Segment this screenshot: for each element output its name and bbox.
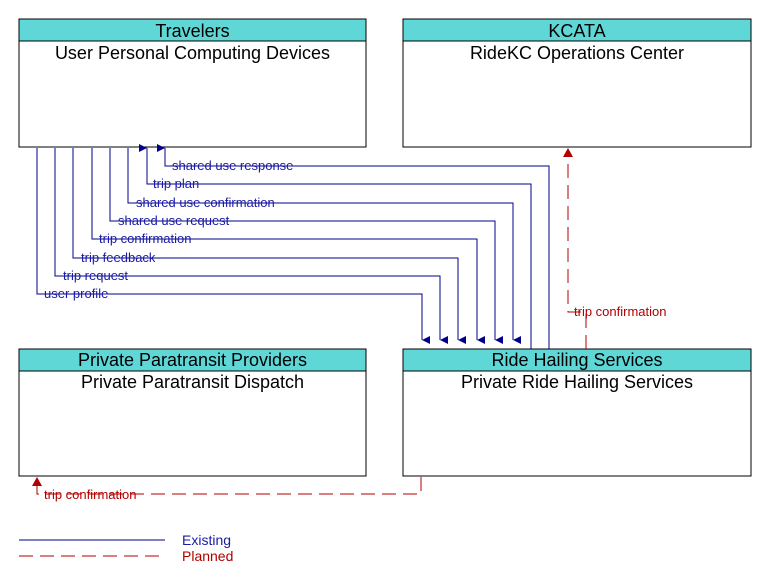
- flow-kcata-trip-confirmation-line: [567, 157, 587, 349]
- paratransit-box[interactable]: Private Paratransit Providers Private Pa…: [18, 348, 367, 477]
- flow-user-profile-line: [36, 148, 430, 344]
- flow-trip-request-label: trip request: [63, 268, 128, 283]
- flow-trip-plan-label: trip plan: [153, 176, 199, 191]
- flow-shared-use-confirmation-label: shared use confirmation: [136, 195, 275, 210]
- flow-shared-use-confirmation-line: [127, 148, 521, 344]
- flow-paratransit-trip-confirmation-arrow: [32, 477, 42, 486]
- flow-shared-use-request-line: [109, 148, 503, 344]
- flow-shared-use-request-label: shared use request: [118, 213, 230, 228]
- flow-kcata-trip-confirmation[interactable]: trip confirmation: [563, 148, 666, 349]
- kcata-box[interactable]: KCATA RideKC Operations Center: [402, 18, 752, 148]
- kcata-box-header: [402, 18, 752, 42]
- flow-user-profile[interactable]: user profile: [36, 148, 430, 344]
- flow-paratransit-trip-confirmation-line: [36, 477, 422, 495]
- flow-trip-plan-line: [139, 144, 532, 349]
- flow-trip-plan[interactable]: trip plan: [139, 144, 532, 349]
- flow-trip-request[interactable]: trip request: [54, 148, 448, 344]
- flow-trip-feedback-line: [72, 148, 466, 344]
- paratransit-title-text: Private Paratransit Dispatch: [81, 372, 304, 392]
- flow-shared-use-confirmation[interactable]: shared use confirmation: [127, 148, 521, 344]
- legend: Existing Planned: [19, 532, 233, 564]
- flow-kcata-trip-confirmation-label: trip confirmation: [574, 304, 666, 319]
- travelers-title-text: User Personal Computing Devices: [55, 43, 330, 63]
- flow-shared-use-request[interactable]: shared use request: [109, 148, 503, 344]
- paratransit-header-text: Private Paratransit Providers: [78, 350, 307, 370]
- paratransit-box-header: [18, 348, 367, 372]
- flow-trip-request-line: [54, 148, 448, 344]
- flow-paratransit-trip-confirmation-label: trip confirmation: [44, 487, 136, 502]
- travelers-box-header: [18, 18, 367, 42]
- flow-trip-confirmation-line: [91, 148, 485, 344]
- travelers-box[interactable]: Travelers User Personal Computing Device…: [18, 18, 367, 148]
- flow-shared-use-response[interactable]: shared use response: [157, 144, 550, 349]
- ride-hailing-title-text: Private Ride Hailing Services: [461, 372, 693, 392]
- legend-existing-label: Existing: [182, 532, 231, 548]
- flow-trip-confirmation[interactable]: trip confirmation: [91, 148, 485, 344]
- legend-planned-label: Planned: [182, 548, 233, 564]
- flow-shared-use-response-line: [157, 144, 550, 349]
- flow-trip-feedback-label: trip feedback: [81, 250, 156, 265]
- kcata-header-text: KCATA: [548, 21, 605, 41]
- travelers-header-text: Travelers: [155, 21, 229, 41]
- flow-user-profile-label: user profile: [44, 286, 108, 301]
- flow-shared-use-response-label: shared use response: [172, 158, 293, 173]
- flow-trip-confirmation-label: trip confirmation: [99, 231, 191, 246]
- ride-hailing-header-text: Ride Hailing Services: [491, 350, 662, 370]
- flow-kcata-trip-confirmation-arrow: [563, 148, 573, 157]
- flow-paratransit-trip-confirmation[interactable]: trip confirmation: [32, 477, 422, 502]
- flow-trip-feedback[interactable]: trip feedback: [72, 148, 466, 344]
- ride-hailing-box-header: [402, 348, 752, 372]
- kcata-title-text: RideKC Operations Center: [470, 43, 684, 63]
- ride-hailing-box[interactable]: Ride Hailing Services Private Ride Haili…: [402, 348, 752, 477]
